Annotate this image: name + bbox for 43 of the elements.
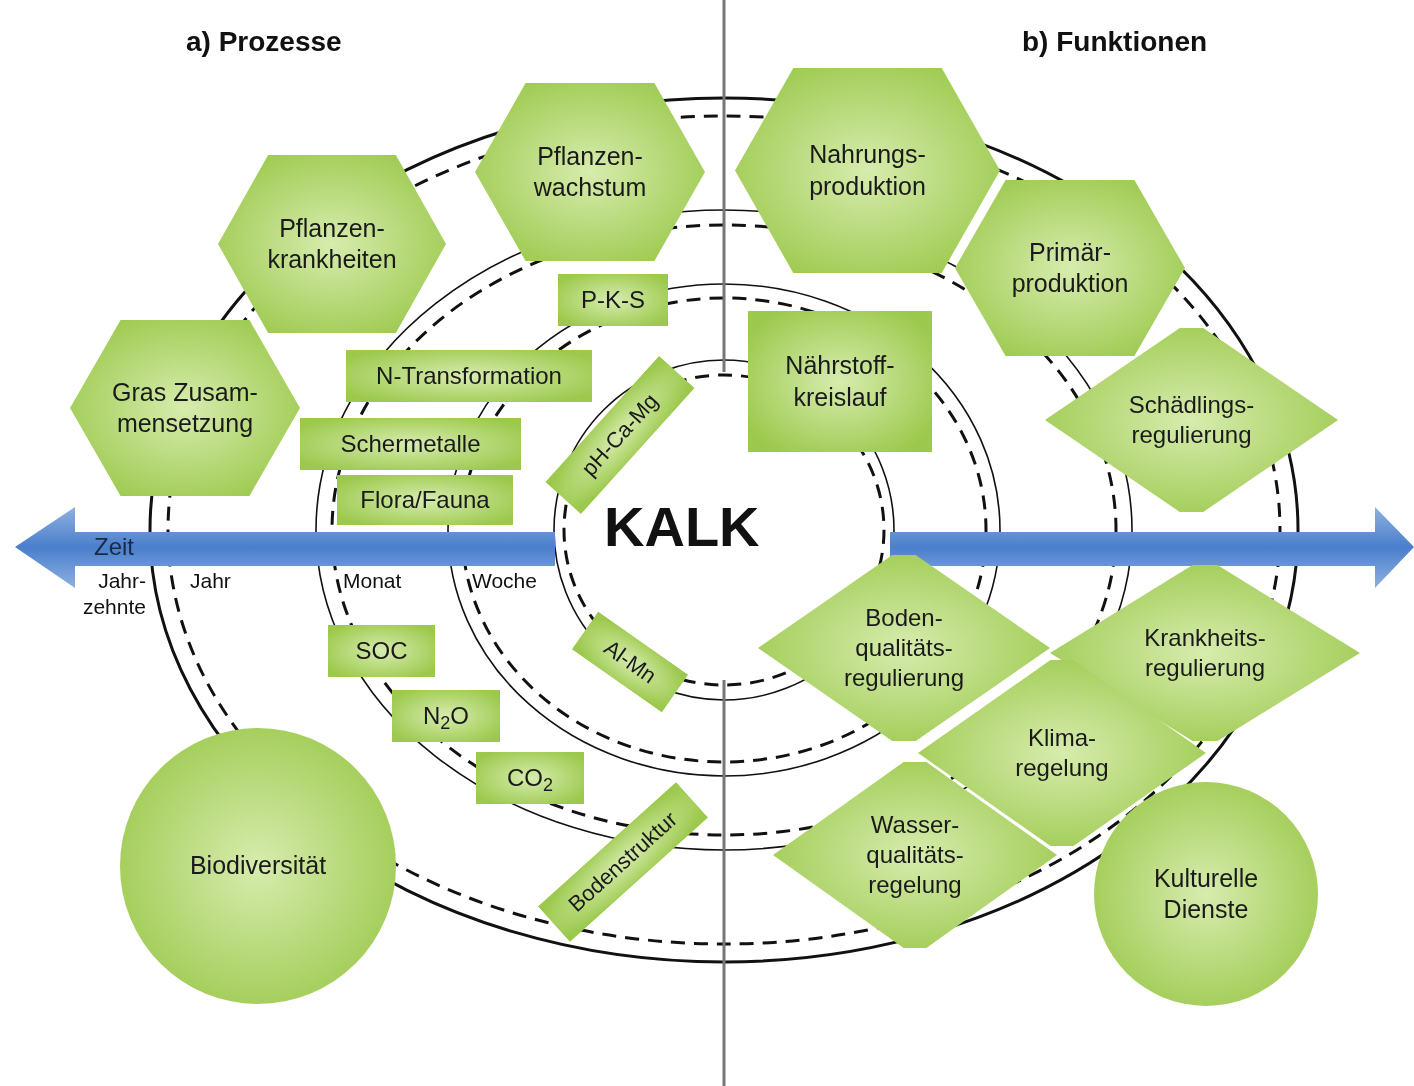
node-label: N$_{2}$O [423,701,469,731]
time-label: Zeit [94,532,134,562]
node-label: Schermetalle [340,429,481,459]
rectangle-node [300,418,521,470]
hexagon-node [955,180,1185,356]
diamond-node [1045,328,1338,512]
node-label: Wasser- qualitäts- regelung [865,810,965,900]
node-label: SOC [355,636,408,666]
hexagon-node [475,83,705,261]
node-label: Biodiversität [189,850,327,882]
node-label: Krankheits- regulierung [1143,623,1267,683]
rectangle-node [337,475,513,525]
node-label: Nährstoff- kreislauf [784,350,896,413]
node-label: Pflanzen- wachstum [532,140,648,203]
section-heading: b) Funktionen [1022,25,1208,59]
rectangle-node [748,311,932,452]
rectangle-node [392,690,500,742]
node-label: Boden- qualitäts- regulierung [842,603,966,693]
node-label: N-Transformation [376,361,562,391]
node-label: Gras Zusam- mensetzung [111,376,259,439]
hexagon-node [70,320,300,496]
node-label: Schädlings- regulierung [1127,390,1256,450]
center-label: KALK [604,494,760,560]
circle-node [120,728,396,1004]
node-label: CO$_{2}$ [507,763,553,793]
node-label: P-K-S [581,285,645,315]
node-label: Nahrungs- produktion [808,139,927,202]
node-label: Kulturelle Dienste [1152,862,1260,925]
time-label: Jahr- zehnte [81,568,146,621]
node-label: Klima- regelung [1014,723,1110,783]
node-label: Primär- produktion [1010,236,1130,299]
rectangle-node [476,752,584,804]
time-label: Monat [343,568,402,594]
node-label: Flora/Fauna [360,485,490,515]
time-label: Woche [472,568,537,594]
hexagon-node [218,155,446,333]
hexagon-node [735,68,1000,273]
rectangle-node [328,625,435,677]
rectangle-node [558,274,668,326]
circle-node [1094,782,1318,1006]
node-label: Pflanzen- krankheiten [266,212,398,275]
time-label: Jahr [190,568,231,594]
section-heading: a) Prozesse [186,25,342,59]
